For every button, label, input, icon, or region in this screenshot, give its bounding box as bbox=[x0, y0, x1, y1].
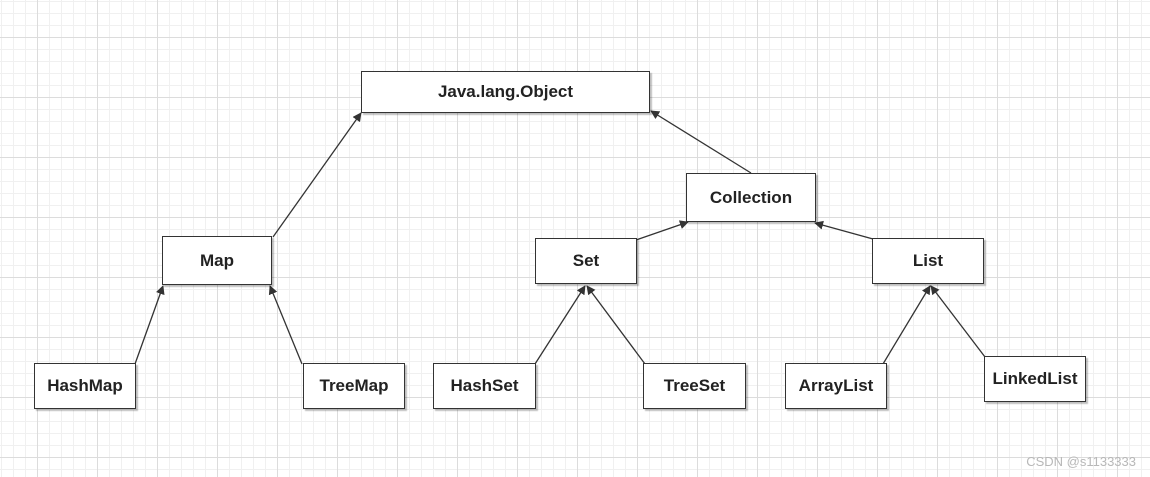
node-linkedlist[interactable]: LinkedList bbox=[984, 356, 1086, 402]
edge-set-collection bbox=[635, 220, 689, 241]
edge-arraylist-list bbox=[882, 285, 931, 365]
edge-hashset-set bbox=[534, 285, 586, 365]
node-collection[interactable]: Collection bbox=[686, 173, 816, 222]
edge-hashmap-map bbox=[134, 285, 165, 365]
edge-treemap-map bbox=[268, 285, 303, 365]
node-arraylist[interactable]: ArrayList bbox=[785, 363, 887, 409]
node-hashmap[interactable]: HashMap bbox=[34, 363, 136, 409]
node-treeset[interactable]: TreeSet bbox=[643, 363, 746, 409]
node-java-lang-object[interactable]: Java.lang.Object bbox=[361, 71, 650, 113]
edge-list-collection bbox=[814, 220, 874, 240]
edge-map-object bbox=[272, 112, 362, 238]
edge-collection-object bbox=[650, 110, 752, 174]
node-treemap[interactable]: TreeMap bbox=[303, 363, 405, 409]
node-list[interactable]: List bbox=[872, 238, 984, 284]
edge-linkedlist-list bbox=[930, 285, 986, 358]
watermark-text: CSDN @s1133333 bbox=[1026, 454, 1136, 469]
node-hashset[interactable]: HashSet bbox=[433, 363, 536, 409]
edge-treeset-set bbox=[586, 285, 646, 365]
node-set[interactable]: Set bbox=[535, 238, 637, 284]
node-map[interactable]: Map bbox=[162, 236, 272, 285]
